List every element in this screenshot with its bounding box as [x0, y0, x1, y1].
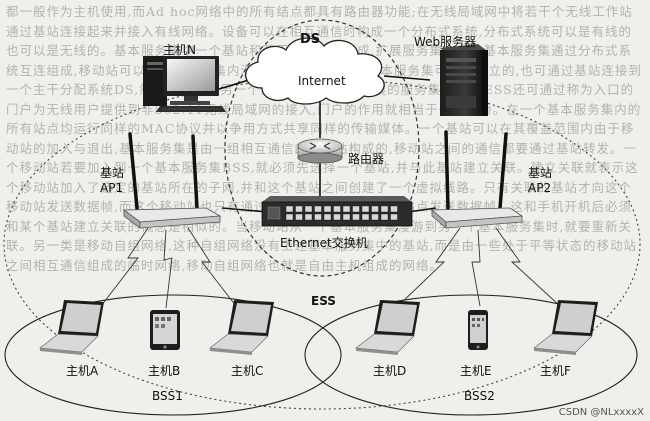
bss2-ellipse [304, 294, 638, 416]
link-switch-ap1 [221, 207, 269, 213]
switch-port [390, 205, 398, 213]
host-e-phone-icon [468, 310, 488, 350]
switch-port [295, 213, 303, 221]
switch-port [285, 205, 294, 213]
router-label: 路由器 [348, 152, 385, 166]
ess-label: ESS [311, 294, 336, 308]
ds-ellipse [224, 19, 420, 277]
wireless-ap2-host-e [471, 229, 481, 307]
host-a-laptop-icon [39, 300, 104, 355]
host-b-tablet-icon [150, 310, 180, 350]
host-a-label: 主机A [66, 364, 99, 378]
wireless-ap1-host-a [97, 227, 149, 311]
host-c-label: 主机C [231, 364, 264, 378]
switch-port [285, 213, 294, 221]
switch-ports [285, 205, 398, 221]
ap1-label: 基站 [100, 166, 125, 180]
switch-port [342, 205, 351, 213]
ap2-label: 基站 [528, 166, 553, 180]
web-server-icon [440, 44, 488, 116]
switch-port [352, 213, 360, 221]
ds-label: DS [300, 32, 321, 47]
ap1-access-point-icon [122, 132, 222, 229]
link-server-cloud [383, 75, 431, 81]
watermark: CSDN @NLxxxxX [558, 407, 644, 418]
switch-port [314, 205, 322, 213]
switch-port [361, 205, 370, 213]
switch-port [390, 213, 398, 221]
switch-port [342, 213, 351, 221]
switch-port [352, 205, 360, 213]
host-n-desktop-icon [143, 56, 226, 112]
switch-port [380, 205, 389, 213]
host-e-label: 主机E [460, 364, 492, 378]
ap2-id-label: AP2 [528, 181, 552, 195]
host-f-label: 主机F [540, 364, 571, 378]
switch-port [304, 205, 313, 213]
switch-port [333, 213, 341, 221]
switch-port [380, 213, 389, 221]
host-d-laptop-icon [355, 300, 420, 355]
ethernet-switch-label: Ethernet交换机 [280, 236, 368, 250]
internet-cloud-icon [245, 37, 385, 105]
host-c-laptop-icon [209, 300, 274, 355]
ap1-id-label: AP1 [100, 181, 124, 195]
wireless-links [97, 227, 561, 311]
bss2-label: BSS2 [464, 389, 495, 403]
switch-port [323, 205, 332, 213]
internet-label: Internet [298, 74, 346, 88]
wireless-ap1-host-b [163, 229, 173, 309]
switch-port [333, 205, 341, 213]
ap2-access-point-icon [430, 130, 524, 229]
host-d-label: 主机D [373, 364, 407, 378]
host-b-label: 主机B [148, 364, 181, 378]
host-f-laptop-icon [533, 300, 598, 355]
link-switch-ap2 [407, 207, 437, 213]
wireless-ap1-host-c [187, 227, 237, 307]
bss1-label: BSS1 [152, 389, 183, 403]
switch-port [304, 213, 313, 221]
web-server-label: Web服务器 [414, 35, 477, 49]
switch-port [295, 205, 303, 213]
switch-port [323, 213, 332, 221]
switch-port [371, 205, 379, 213]
host-n-label: 主机N [163, 43, 196, 57]
bss1-ellipse [4, 294, 342, 416]
router-icon [297, 138, 343, 164]
wireless-ap2-host-f [495, 227, 561, 307]
switch-port [361, 213, 370, 221]
switch-port [314, 213, 322, 221]
wireless-ap2-host-d [397, 227, 461, 307]
switch-port [371, 213, 379, 221]
